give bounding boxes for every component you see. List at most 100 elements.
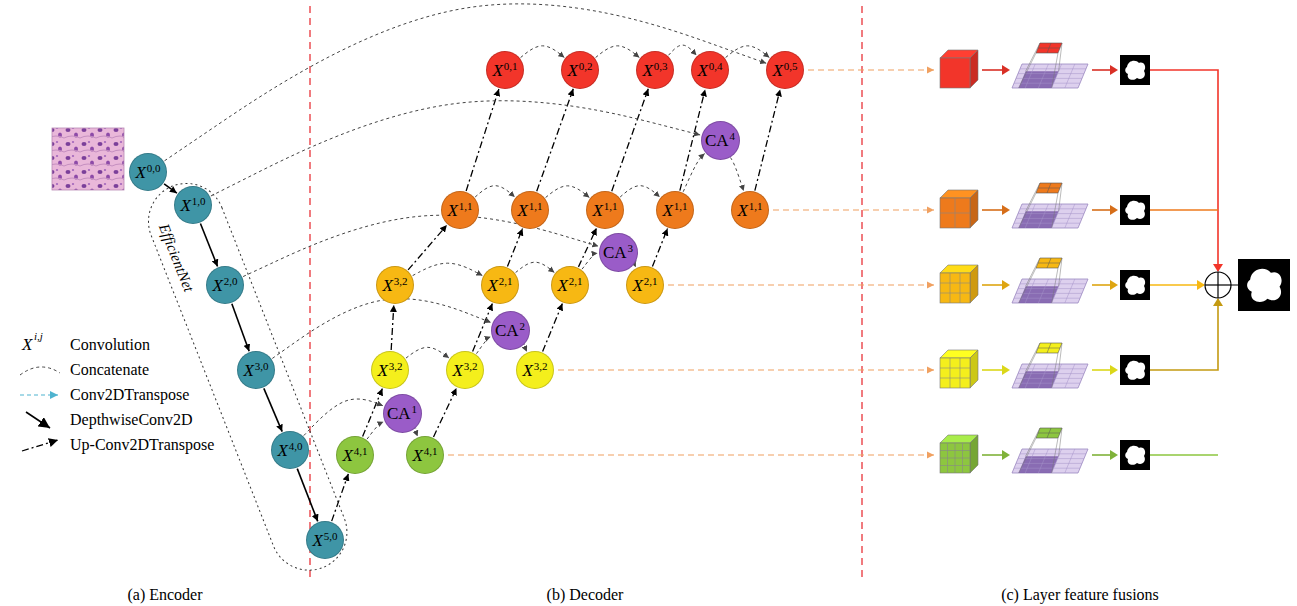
plate-grid bbox=[1052, 204, 1062, 228]
plate-grid bbox=[1014, 468, 1080, 469]
node-index: 3 bbox=[628, 243, 634, 254]
plate-grid bbox=[1016, 218, 1082, 219]
encoder-node: X3,0 bbox=[237, 351, 275, 389]
plate-grid bbox=[1020, 453, 1086, 454]
arrow-head bbox=[1110, 205, 1118, 215]
node-label: CA2 bbox=[495, 322, 525, 339]
node-index: 0,2 bbox=[579, 61, 593, 72]
node-index: 2,1 bbox=[569, 276, 583, 287]
flow-arrow bbox=[982, 369, 1004, 371]
fusion-line bbox=[1150, 284, 1204, 286]
node-index: 0,0 bbox=[147, 163, 161, 174]
legend-samples bbox=[20, 367, 60, 451]
projection-line bbox=[1026, 343, 1040, 371]
node-label: X3,2 bbox=[452, 362, 477, 379]
decoder-node: X0,4 bbox=[691, 51, 729, 89]
plate-grid bbox=[1038, 204, 1048, 228]
upconv-arrow bbox=[408, 225, 447, 270]
node-index: 3,0 bbox=[255, 361, 269, 372]
plate-grid bbox=[1016, 378, 1082, 379]
conv-plate bbox=[1012, 64, 1088, 88]
fusion-row bbox=[940, 183, 1218, 228]
arrow-head bbox=[1002, 65, 1010, 75]
sum-symbol bbox=[1205, 272, 1231, 298]
plate-grid bbox=[1025, 364, 1035, 388]
upconv-arrow bbox=[391, 305, 394, 350]
depthwise-arrow bbox=[297, 469, 318, 522]
node-index: 4,0 bbox=[289, 441, 303, 452]
flow-arrow bbox=[1092, 209, 1112, 211]
flow-arrow bbox=[982, 284, 1004, 286]
legend-entry: Convolution bbox=[70, 337, 150, 353]
projection-line bbox=[1026, 258, 1040, 286]
plate-grid bbox=[1016, 293, 1082, 294]
node-symbol: X bbox=[377, 362, 387, 379]
decoder-node: X0,1 bbox=[486, 51, 524, 89]
decoder-node: X1,1 bbox=[441, 191, 479, 229]
node-index: 4 bbox=[730, 131, 736, 142]
cube-grid bbox=[962, 443, 963, 473]
node-label: X2,1 bbox=[487, 277, 512, 294]
section-divider bbox=[861, 6, 862, 578]
plate-grid bbox=[1018, 73, 1084, 74]
plate-grid bbox=[1018, 458, 1084, 459]
node-symbol: X bbox=[452, 362, 462, 379]
plate-grid bbox=[1052, 364, 1062, 388]
node-label: X2,1 bbox=[557, 277, 582, 294]
plate-grid bbox=[1038, 64, 1048, 88]
cube-grid bbox=[940, 378, 970, 379]
plate-grid bbox=[1014, 223, 1080, 224]
node-label: X0,0 bbox=[135, 164, 160, 181]
plate-grid bbox=[1020, 208, 1086, 209]
arrow-head bbox=[1197, 280, 1205, 290]
arrow-head bbox=[1002, 450, 1010, 460]
node-symbol: X bbox=[277, 442, 287, 459]
plate-grid bbox=[1025, 204, 1035, 228]
node-index: 1,1 bbox=[459, 201, 473, 212]
feature-cube bbox=[940, 443, 970, 473]
legend-entry: DepthwiseConv2D bbox=[70, 412, 193, 428]
mask-blob bbox=[1125, 446, 1145, 465]
plate-grid bbox=[1065, 279, 1075, 303]
fusion-row bbox=[940, 298, 1223, 388]
arrow-head bbox=[1002, 365, 1010, 375]
node-symbol: X bbox=[492, 62, 502, 79]
node-symbol: CA bbox=[387, 405, 411, 422]
upconv-sample bbox=[22, 440, 58, 451]
concatenate-link bbox=[546, 186, 590, 198]
legend-entry: Up-Conv2DTranspose bbox=[70, 437, 214, 453]
projection-line bbox=[1052, 53, 1058, 88]
decoder-node: X1,1 bbox=[511, 191, 549, 229]
decoder-node: X2,1 bbox=[481, 266, 519, 304]
upconv-arrow bbox=[578, 228, 596, 267]
concatenate-link bbox=[406, 347, 449, 358]
encoder-node: X4,0 bbox=[271, 431, 309, 469]
cube-grid bbox=[960, 273, 961, 303]
concatenate-link bbox=[414, 427, 417, 436]
arrow-head bbox=[1110, 65, 1118, 75]
decoder-node: X0,2 bbox=[561, 51, 599, 89]
encoder-node: X2,0 bbox=[206, 266, 244, 304]
node-index: 3,2 bbox=[534, 361, 548, 372]
output-cell bbox=[1036, 428, 1062, 438]
encoder-node: X0,0 bbox=[129, 153, 167, 191]
concatenate-link bbox=[521, 46, 565, 58]
plate-grid bbox=[1038, 279, 1048, 303]
node-index: 0,1 bbox=[504, 61, 518, 72]
cube-grid bbox=[940, 368, 970, 369]
mask-blob bbox=[1125, 201, 1145, 220]
concatenate-sample bbox=[20, 367, 60, 375]
decoder-node: X1,1 bbox=[656, 191, 694, 229]
arrow-head bbox=[1002, 280, 1010, 290]
plate-grid bbox=[1025, 449, 1035, 473]
cell-grid bbox=[1038, 348, 1060, 349]
attention-node: CA4 bbox=[701, 121, 740, 160]
cube-grid bbox=[940, 283, 970, 284]
feature-cube bbox=[940, 273, 970, 303]
fusion-line bbox=[1150, 299, 1218, 370]
upconv-arrow bbox=[507, 229, 522, 267]
plate-grid bbox=[1016, 78, 1082, 79]
conv-plate bbox=[1012, 364, 1088, 388]
mask-image bbox=[1120, 55, 1150, 85]
node-index: 2,0 bbox=[224, 276, 238, 287]
